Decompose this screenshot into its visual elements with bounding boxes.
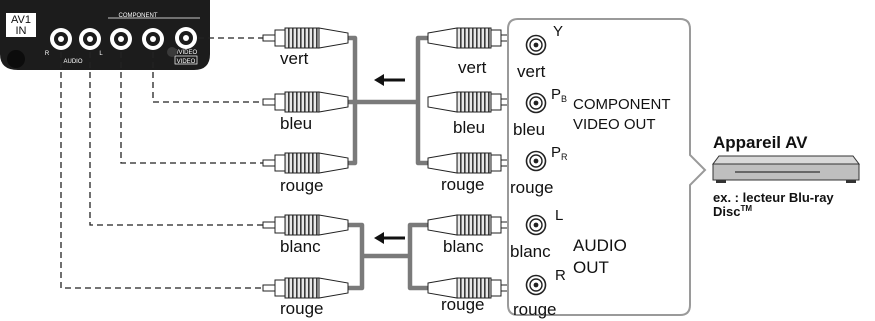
jack-r-color: rouge [513,300,556,319]
plug-tv-rouge-video[interactable] [262,152,349,174]
jack-pr-symbol: PR [551,144,568,162]
audio-out-label-1: AUDIO [573,236,627,255]
label-tv-vert: vert [280,49,309,68]
jack-pb-color: bleu [513,120,545,139]
audio-label: AUDIO [63,59,82,65]
label-dev-plug-vert: vert [458,58,487,77]
plug-dev-rouge-audio[interactable] [427,277,515,299]
device-example-1: ex. : lecteur Blu-ray [713,190,834,205]
av1-label: AV1 [11,14,31,26]
tv-jack-audio-l[interactable] [79,28,101,50]
jack-r-symbol: R [555,267,566,284]
label-dev-plug-blanc: blanc [443,237,484,256]
tv-jack-pr[interactable] [110,28,132,50]
bluray-player-icon [712,155,860,183]
jack-l[interactable] [525,214,547,236]
label-dev-plug-bleu: bleu [453,118,485,137]
video-label: VIDEO [177,59,196,65]
dashed-connections [60,37,265,289]
jack-r-label: R [45,51,50,57]
jack-pr-color: rouge [510,178,553,197]
jack-r[interactable] [525,274,547,296]
audio-out-label-2: OUT [573,258,609,277]
plug-tv-blanc[interactable] [262,214,349,236]
plug-tv-vert[interactable] [262,27,349,49]
in-label: IN [16,25,27,37]
plug-dev-vert[interactable] [427,27,515,49]
jack-y[interactable] [525,34,547,56]
panel-foot [7,50,25,68]
arrow-video-head-icon [374,74,384,86]
jack-pb-symbol: PB [551,86,567,104]
av1-in-label-box [6,13,36,37]
audio-cable-bundle [348,222,428,291]
component-out-label-1: COMPONENT [573,96,671,113]
label-tv-rouge-video: rouge [280,176,323,195]
label-dev-plug-rouge-audio: rouge [441,295,484,314]
arrow-audio-head-icon [374,232,384,244]
plug-dev-blanc[interactable] [427,214,515,236]
video-cable-bundle [348,35,428,166]
y-video-label: Y/VIDEO [173,50,198,56]
tv-jack-audio-r[interactable] [50,28,72,50]
device-example-2: DiscTM [713,204,752,219]
component-out-label-2: VIDEO OUT [573,116,656,133]
device-title: Appareil AV [713,133,808,152]
plug-dev-rouge-video[interactable] [427,152,515,174]
tv-jack-y-video[interactable] [175,27,197,49]
plug-tv-bleu[interactable] [262,91,349,113]
label-tv-rouge-audio: rouge [280,299,323,318]
plug-tv-rouge-audio[interactable] [262,277,349,299]
jack-pr[interactable] [525,150,547,172]
label-tv-bleu: bleu [280,114,312,133]
label-dev-plug-rouge-video: rouge [441,175,484,194]
component-label: COMPONENT [119,13,158,19]
jack-pb[interactable] [525,92,547,114]
jack-l-color: blanc [510,242,551,261]
plug-dev-bleu[interactable] [427,91,515,113]
jack-y-color: vert [517,62,546,81]
tv-panel: AV1 IN COMPONENT AUDIO R L Y/VIDEO VIDEO [0,0,210,70]
tv-jack-pb[interactable] [142,28,164,50]
jack-y-symbol: Y [553,23,563,40]
jack-l-label: L [99,51,103,57]
jack-l-symbol: L [555,207,563,224]
label-tv-blanc: blanc [280,237,321,256]
device-output-panel [507,18,707,316]
